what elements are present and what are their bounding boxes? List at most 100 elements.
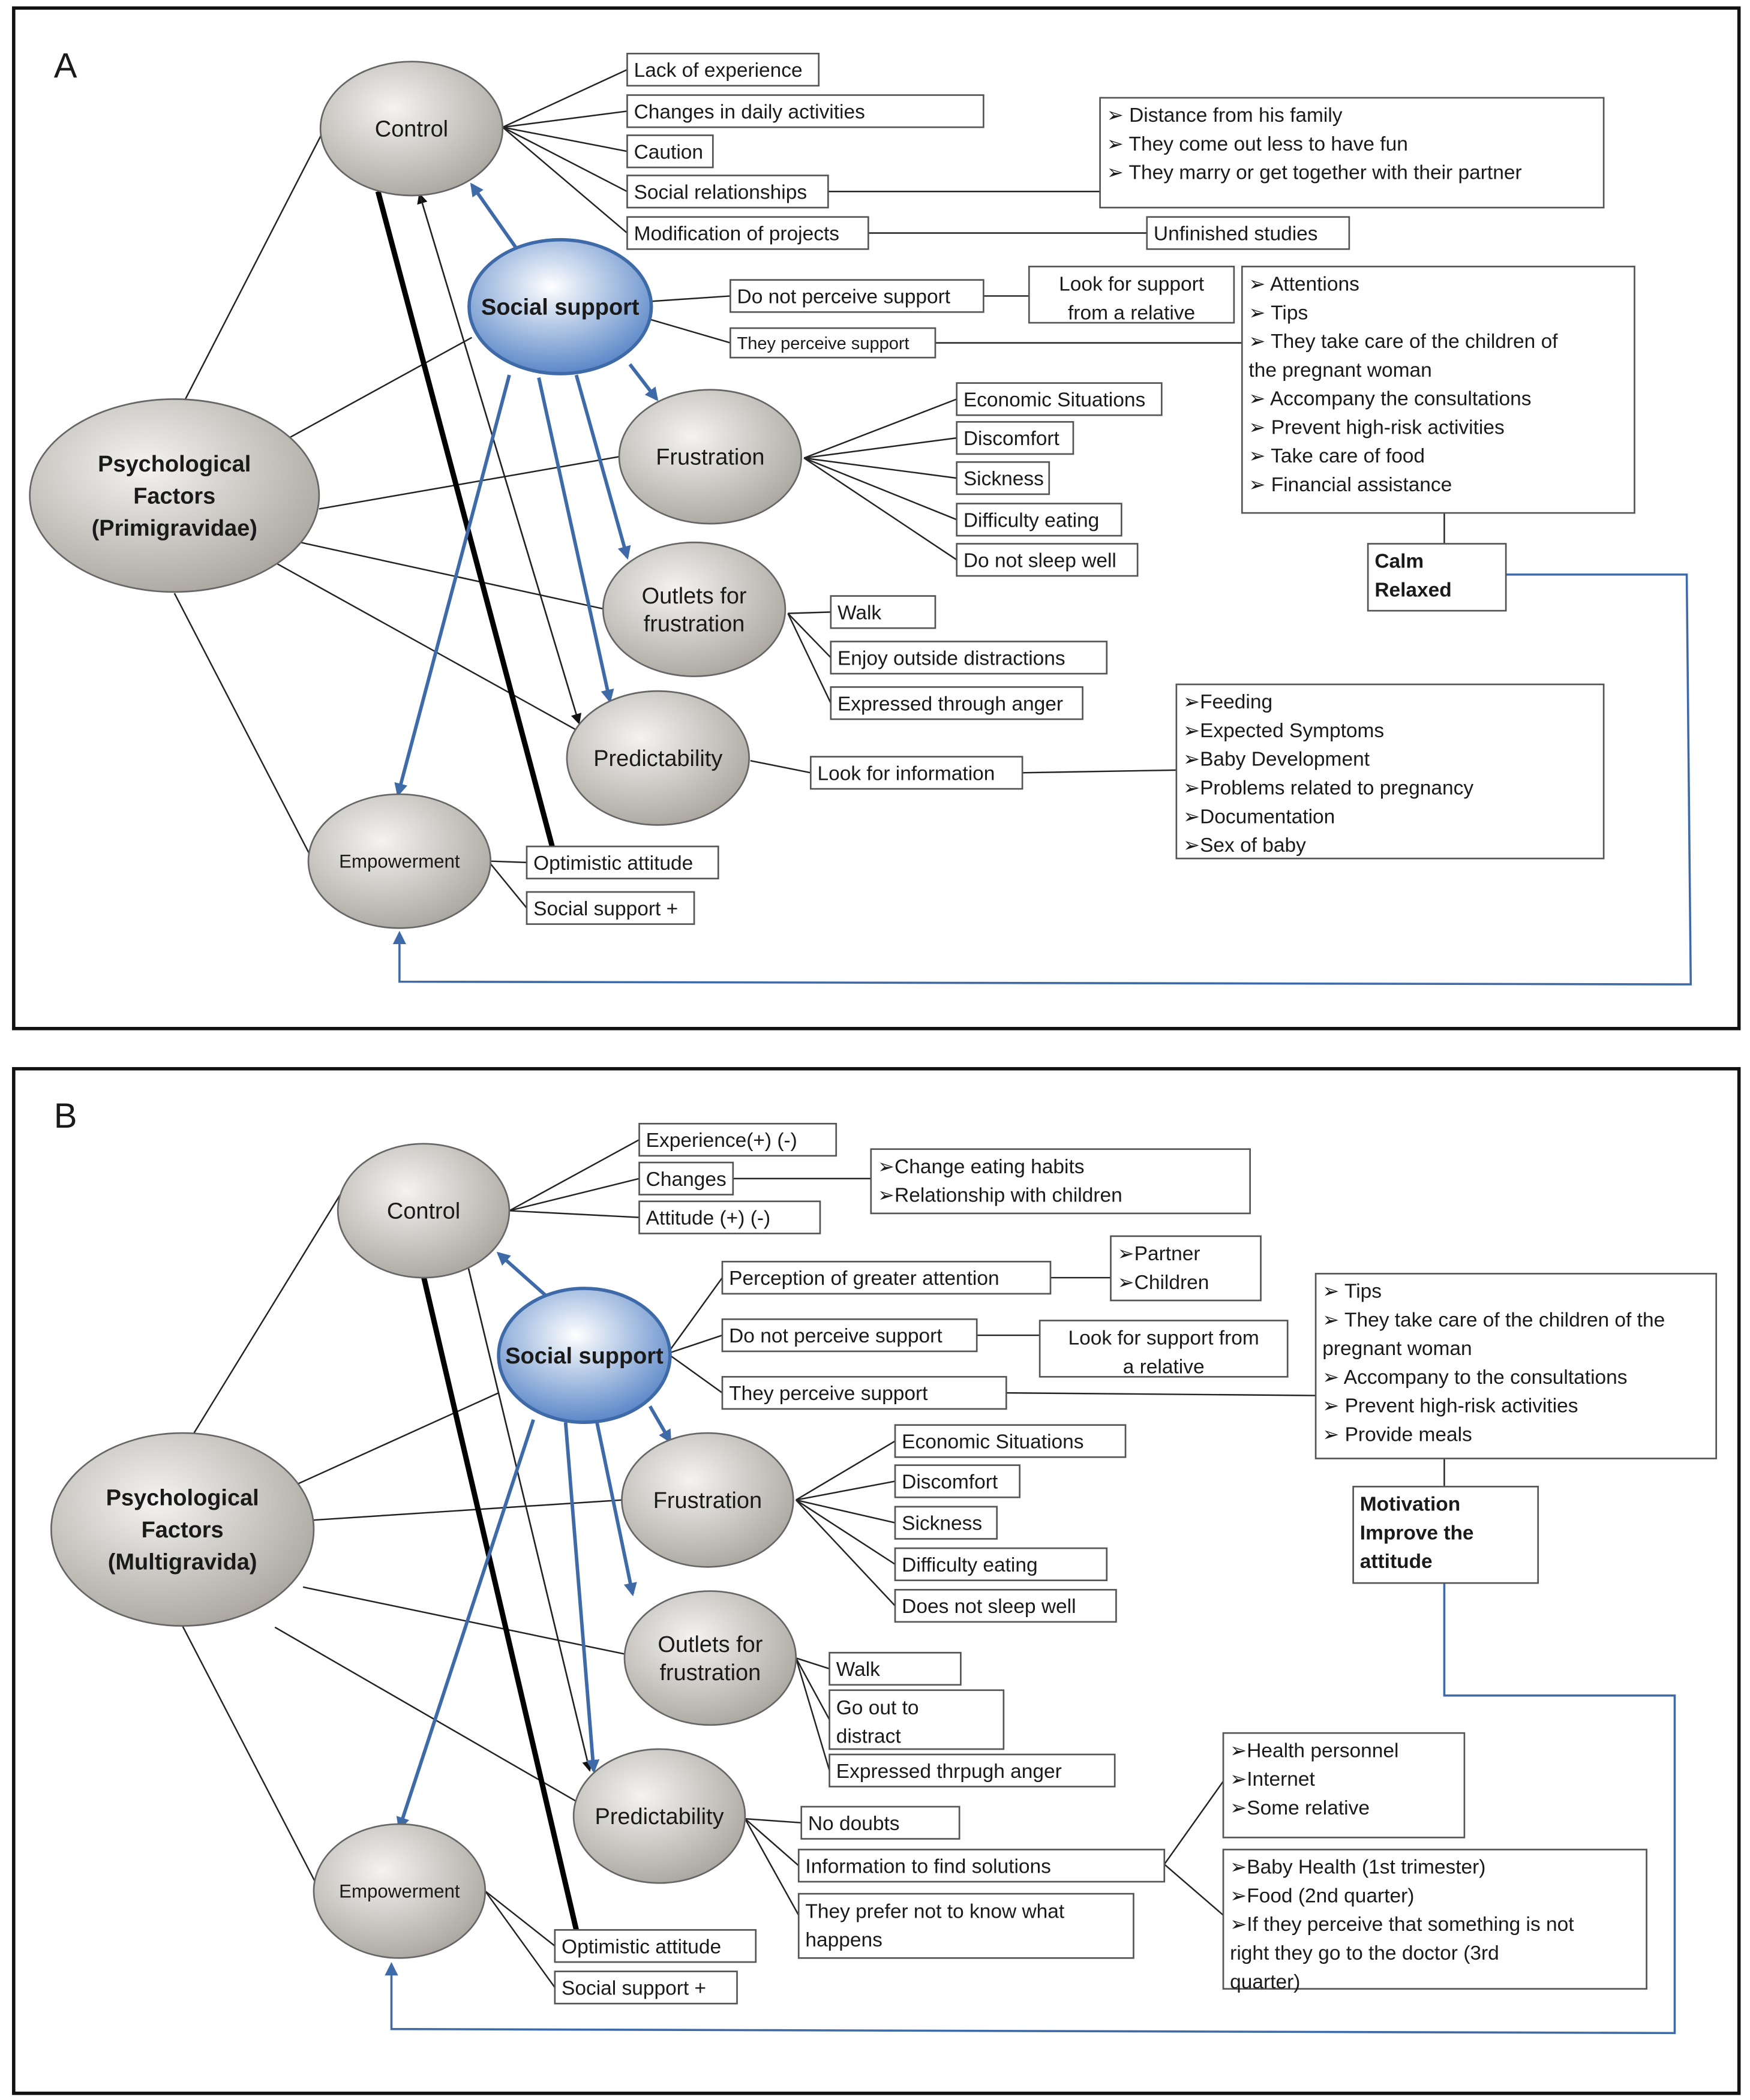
box-text: ➢Internet [1230, 1768, 1315, 1790]
box-tips: ➢ Tips ➢ They take care of the children o… [1314, 1273, 1718, 1459]
box-text: Do not perceive support [729, 1325, 942, 1347]
box-text: ➢ Attentions [1248, 274, 1359, 296]
box-shape [894, 1464, 1020, 1498]
node-control: Control [319, 61, 504, 197]
connector-line [173, 593, 312, 858]
box-text: ➢ They marry or get together with their … [1107, 162, 1522, 184]
box-text: ➢ They take care of the children of the [1322, 1309, 1665, 1331]
connector-line [745, 1818, 800, 1867]
box-text: Enjoy outside distractions [838, 647, 1065, 669]
thick-link-line [375, 191, 555, 848]
ellipse-shape [307, 793, 492, 929]
node-label: Social support [481, 295, 640, 320]
box-nodoubts: No doubts [800, 1805, 960, 1840]
panel-label: B [54, 1096, 77, 1135]
connector-line [176, 133, 323, 416]
box-text: Changes in daily activities [634, 101, 865, 123]
box-text: quarter) [1230, 1971, 1300, 1993]
panel-frame [12, 1066, 1741, 2095]
connector-line [796, 1657, 830, 1670]
box-shape [1222, 1732, 1466, 1838]
box-discomfort: Discomfort [956, 420, 1074, 455]
ellipse-shape [319, 61, 504, 197]
box-text: Social support + [533, 898, 678, 920]
box-text: pregnant woman [1322, 1338, 1472, 1360]
node-label: Factors [142, 1518, 224, 1543]
box-text: They perceive support [737, 334, 909, 353]
box-shape [1367, 543, 1507, 612]
box-attitude: Attitude (+) (-) [638, 1200, 821, 1234]
connector-line [502, 110, 628, 128]
box-text: Information to find solutions [805, 1855, 1050, 1877]
box-text: Calm [1374, 551, 1424, 573]
node-predictability: Predictability [572, 1748, 746, 1884]
box-text: attitude [1360, 1551, 1433, 1573]
box-text: ➢ Tips [1248, 302, 1308, 324]
box-shape [1241, 265, 1635, 514]
box-text: Changes [646, 1168, 727, 1191]
connector-line [319, 456, 620, 510]
ellipse-shape [566, 690, 750, 826]
box-supportplus: Social support + [526, 891, 695, 925]
box-shape [797, 1849, 1166, 1883]
node-label: Frustration [656, 445, 764, 470]
connector-line [795, 1657, 830, 1720]
connector-line [669, 1277, 723, 1351]
connector-line [502, 126, 628, 152]
box-enjoy: Enjoy outside distractions [830, 641, 1108, 675]
node-label: Psychological [98, 452, 251, 477]
connector-line [787, 612, 832, 659]
box-text: the pregnant woman [1248, 359, 1431, 381]
connector-line [745, 1817, 802, 1824]
connector-line [795, 1657, 830, 1771]
box-text: ➢ Accompany the consultations [1248, 388, 1531, 410]
box-shape [721, 1318, 978, 1353]
node-label: Empowerment [339, 1881, 460, 1902]
box-text: Optimistic attitude [562, 1936, 721, 1958]
connector-line [297, 1392, 499, 1485]
box-modification: Modification of projects [626, 216, 869, 250]
box-shape [1146, 216, 1350, 250]
social-support-arrow [563, 1422, 600, 1774]
box-walk: Walk [830, 595, 936, 629]
connector-line [274, 561, 577, 731]
ellipse-shape [497, 1287, 672, 1425]
box-shape [1352, 1486, 1539, 1584]
connector-line [1006, 1392, 1316, 1396]
ellipse-shape [618, 389, 803, 525]
box-text: Caution [634, 141, 703, 163]
connector-line [182, 1191, 343, 1452]
connector-line [1163, 1864, 1224, 1916]
box-shape [1028, 265, 1235, 324]
connector-line [281, 337, 473, 443]
box-text: ➢Change eating habits [878, 1156, 1085, 1178]
box-text: ➢ Tips [1322, 1281, 1382, 1303]
box-shape [797, 1892, 1134, 1959]
node-predictability: Predictability [566, 690, 750, 826]
node-label: frustration [644, 612, 745, 637]
box-text: Relaxed [1374, 579, 1451, 601]
social-support-arrow [648, 1405, 672, 1444]
panel-label: A [54, 47, 77, 86]
box-text: a relative [1123, 1356, 1205, 1378]
node-empowerment: Empowerment [313, 1823, 487, 1959]
connector-line [803, 398, 957, 459]
node-label: Social support [505, 1344, 664, 1369]
connector-line [804, 457, 957, 479]
box-shape [830, 641, 1108, 675]
box-text: ➢Problems related to pregnancy [1183, 777, 1473, 799]
connector-line [490, 863, 527, 909]
box-text: ➢Relationship with children [878, 1185, 1122, 1207]
social-support-arrow [470, 182, 518, 249]
box-partner: ➢Partner➢Children [1110, 1235, 1262, 1302]
panel-frame [12, 6, 1741, 1031]
connector-line [803, 457, 957, 561]
arrow-line [459, 1231, 593, 1772]
box-text: ➢Expected Symptoms [1183, 720, 1384, 742]
box-shape [829, 1651, 962, 1686]
feedback-loop-arrow [385, 1583, 1676, 2035]
